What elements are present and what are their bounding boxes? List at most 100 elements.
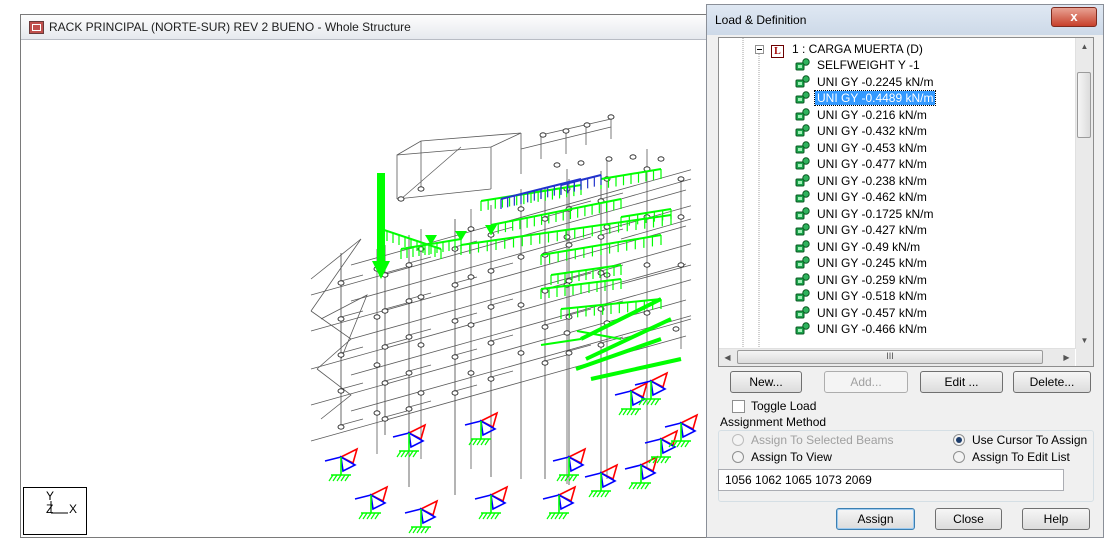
tree-load-item[interactable]: UNI GY -0.245 kN/m [795, 255, 929, 271]
tree-load-item[interactable]: UNI GY -0.238 kN/m [795, 173, 929, 189]
load-item-label: UNI GY -0.2245 kN/m [817, 74, 934, 89]
tree-load-item[interactable]: UNI GY -0.432 kN/m [795, 123, 929, 139]
support-hatch [554, 512, 560, 520]
tree-horizontal-scrollbar[interactable]: ◀ III ▶ [719, 348, 1075, 366]
tree-load-item[interactable]: UNI GY -0.477 kN/m [795, 156, 929, 172]
new-button[interactable]: New... [730, 371, 802, 393]
support-blue [644, 438, 662, 444]
loaded-diagonal [585, 317, 672, 361]
frame-depth-beam [340, 274, 364, 282]
tree-load-item[interactable]: SELFWEIGHT Y -1 [795, 57, 922, 73]
frame-node [451, 390, 459, 396]
frame-node [629, 154, 637, 160]
frame-node [565, 350, 573, 356]
assign-to-view-radio[interactable] [732, 451, 744, 463]
frame-node [487, 376, 495, 382]
add-button[interactable]: Add... [824, 371, 908, 393]
delete-button[interactable]: Delete... [1013, 371, 1091, 393]
frame-node [397, 196, 405, 202]
toggle-load-label: Toggle Load [751, 399, 817, 413]
support-blue [679, 421, 697, 439]
support-hatch [634, 408, 640, 416]
support-blue [584, 472, 602, 478]
support-blue [639, 463, 657, 481]
tree-load-item[interactable]: UNI GY -0.2245 kN/m [795, 74, 935, 90]
toggle-load-checkbox[interactable] [732, 400, 745, 413]
structure-viewport[interactable]: RACK PRINCIPAL (NORTE-SUR) REV 2 BUENO -… [20, 14, 712, 538]
frame-node [337, 388, 345, 394]
tree-load-item[interactable]: UNI GY -0.4489 kN/m [795, 90, 937, 106]
help-button[interactable]: Help [1022, 508, 1090, 530]
scroll-right-arrow-icon[interactable]: ▶ [1063, 353, 1070, 362]
load-item-label: UNI GY -0.427 kN/m [817, 223, 927, 237]
tree-load-item[interactable]: UNI GY -0.462 kN/m [795, 189, 929, 205]
frame-node [597, 270, 605, 276]
assign-button[interactable]: Assign [836, 508, 915, 530]
horizontal-scroll-thumb[interactable]: III [737, 350, 1043, 364]
frame-node [405, 298, 413, 304]
load-item-icon [795, 173, 810, 186]
support-hatch [668, 440, 674, 448]
frame-depth-beam [568, 200, 592, 208]
load-arrow-tip [455, 231, 467, 241]
load-item-icon [795, 223, 810, 236]
support-hatch [648, 456, 654, 464]
edit-list-field[interactable]: 1056 1062 1065 1073 2069 [718, 469, 1064, 491]
support-hatch [494, 512, 500, 520]
support-hatch [362, 512, 368, 520]
load-item-icon [795, 140, 810, 153]
load-item-icon [795, 239, 810, 252]
frame-node [517, 206, 525, 212]
structure-canvas[interactable] [21, 39, 711, 537]
tree-load-item[interactable]: UNI GY -0.1725 kN/m [795, 206, 935, 222]
tree-load-item[interactable]: UNI GY -0.518 kN/m [795, 288, 929, 304]
support-hatch [676, 440, 682, 448]
scroll-left-arrow-icon[interactable]: ◀ [724, 353, 731, 362]
support-hatch [564, 474, 570, 482]
frame-depth-beam [340, 310, 364, 318]
vertical-scroll-thumb[interactable] [1077, 72, 1091, 138]
load-item-icon [795, 74, 810, 87]
assign-selected-beams-radio[interactable] [732, 434, 744, 446]
support-hatch [328, 474, 334, 482]
frame-mast [540, 118, 612, 136]
frame-node [373, 314, 381, 320]
tree-collapse-toggle[interactable] [755, 45, 764, 54]
close-button[interactable]: Close [935, 508, 1002, 530]
support-blue [474, 494, 492, 500]
frame-node [597, 342, 605, 348]
tree-vertical-scrollbar[interactable]: ▲ ▼ [1075, 38, 1093, 349]
use-cursor-assign-radio[interactable] [953, 434, 965, 446]
support-hatch [560, 474, 566, 482]
frame-node [657, 156, 665, 162]
frame-depth-beam [568, 272, 592, 280]
edit-button[interactable]: Edit ... [920, 371, 1003, 393]
scroll-up-arrow-icon[interactable]: ▲ [1080, 42, 1089, 51]
axis-z-label: Z [46, 502, 54, 516]
support-hatch [600, 490, 606, 498]
tree-load-item[interactable]: UNI GY -0.216 kN/m [795, 107, 929, 123]
frame-node [381, 344, 389, 350]
frame-beam [350, 315, 692, 412]
close-window-button[interactable]: x [1051, 7, 1097, 27]
tree-load-item[interactable]: UNI GY -0.49 kN/m [795, 239, 922, 255]
frame-depth-beam [490, 370, 514, 378]
tree-load-item[interactable]: UNI GY -0.259 kN/m [795, 272, 929, 288]
support-blue [369, 493, 387, 511]
assign-to-edit-list-radio[interactable] [953, 451, 965, 463]
tree-load-item[interactable]: UNI GY -0.427 kN/m [795, 222, 929, 238]
tree-load-item[interactable]: UNI GY -0.453 kN/m [795, 140, 929, 156]
tree-load-item[interactable]: UNI GY -0.466 kN/m [795, 321, 929, 337]
support-blue [567, 455, 585, 473]
support-hatch [672, 440, 678, 448]
loaded-diagonal [580, 297, 662, 341]
scroll-down-arrow-icon[interactable]: ▼ [1080, 336, 1089, 345]
frame-node [539, 132, 547, 138]
frame-bracing [320, 294, 368, 360]
support-hatch [396, 450, 402, 458]
support-hatch [358, 512, 364, 520]
tree-load-item[interactable]: UNI GY -0.457 kN/m [795, 305, 929, 321]
